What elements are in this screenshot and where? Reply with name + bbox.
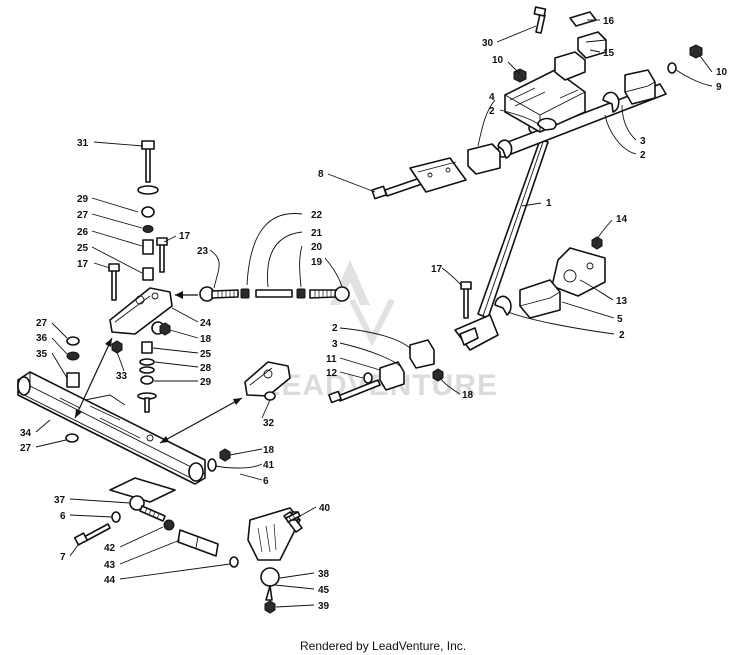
callout-31: 31 (77, 138, 89, 149)
spindle-arm-upper (109, 287, 173, 354)
callout-14: 14 (616, 214, 628, 225)
callout-27-left: 27 (36, 318, 48, 329)
callout-2-lower-right: 2 (619, 330, 625, 341)
callout-3-upper: 3 (640, 136, 646, 147)
callout-18-lower: 18 (263, 445, 275, 456)
lower-clamp (328, 339, 444, 404)
steering-post (454, 119, 558, 351)
tie-rod-assembly (199, 286, 350, 302)
callout-44: 44 (104, 575, 116, 586)
callout-27-upper: 27 (77, 210, 89, 221)
callout-35: 35 (36, 349, 48, 360)
callout-8: 8 (318, 169, 324, 180)
stack-26-31 (108, 140, 168, 301)
callout-18-upper: 18 (200, 334, 212, 345)
callout-42: 42 (104, 543, 116, 554)
callout-10-right: 10 (716, 67, 728, 78)
callout-37: 37 (54, 495, 66, 506)
callout-4: 4 (489, 92, 495, 103)
credit-line: Rendered by LeadVenture, Inc. (300, 639, 466, 653)
callout-32: 32 (263, 418, 275, 429)
callout-20: 20 (311, 242, 323, 253)
upper-bracket (504, 11, 607, 133)
callout-28: 28 (200, 363, 212, 374)
callout-45: 45 (318, 585, 330, 596)
callout-17-upper: 17 (179, 231, 191, 242)
callout-15: 15 (603, 48, 615, 59)
spindle-38 (247, 507, 303, 614)
callout-3-lower: 3 (332, 339, 338, 350)
callout-30: 30 (482, 38, 494, 49)
callout-6-right: 6 (263, 476, 269, 487)
callout-12: 12 (326, 368, 338, 379)
callout-25-upper: 25 (77, 243, 89, 254)
trailing-arm (17, 371, 206, 485)
callout-33: 33 (116, 371, 128, 382)
callout-39: 39 (318, 601, 330, 612)
callout-40: 40 (319, 503, 331, 514)
callout-26: 26 (77, 227, 89, 238)
callout-17-right: 17 (431, 264, 443, 275)
callout-29-lower: 29 (200, 377, 212, 388)
bolt-8-and-plate (371, 157, 467, 200)
callout-27-lower: 27 (20, 443, 32, 454)
bolt-17-right (460, 281, 472, 319)
connector-arrows (74, 291, 243, 444)
leader-lines (35, 19, 713, 608)
callout-2-upper-right: 2 (640, 150, 646, 161)
callout-9: 9 (716, 82, 722, 93)
nuts-10-9 (513, 44, 703, 83)
callout-16: 16 (603, 16, 615, 27)
callout-2-upper-left: 2 (489, 106, 495, 117)
callout-41: 41 (263, 460, 275, 471)
callout-24: 24 (200, 318, 212, 329)
callout-21: 21 (311, 228, 323, 239)
callout-5: 5 (617, 314, 623, 325)
left-spacers (65, 336, 80, 443)
spindle-arm-lower (244, 361, 291, 401)
nut-18-washer-6 (207, 448, 231, 472)
callout-22: 22 (311, 210, 323, 221)
callout-18-right: 18 (462, 390, 474, 401)
callout-36: 36 (36, 333, 48, 344)
lower-tie-rod (73, 495, 239, 568)
callout-34: 34 (20, 428, 32, 439)
bolt-30 (533, 6, 547, 34)
lower-stack-25-29 (137, 341, 157, 413)
callout-13: 13 (616, 296, 628, 307)
callout-11: 11 (326, 354, 337, 365)
lower-right-bracket (494, 236, 606, 319)
callout-2-lower-left: 2 (332, 323, 338, 334)
callout-6-left: 6 (60, 511, 66, 522)
callout-38: 38 (318, 569, 330, 580)
callout-17-left: 17 (77, 259, 89, 270)
callout-25-lower: 25 (200, 349, 212, 360)
callout-43: 43 (104, 560, 116, 571)
callout-29-upper: 29 (77, 194, 89, 205)
callout-labels: 30 16 15 10 10 9 4 2 3 2 31 8 1 29 27 26… (20, 16, 728, 612)
callout-10-left: 10 (492, 55, 504, 66)
callout-7: 7 (60, 552, 66, 563)
upper-bearing-blocks (467, 69, 656, 175)
callout-23: 23 (197, 246, 209, 257)
callout-19: 19 (311, 257, 323, 268)
callout-1: 1 (546, 198, 552, 209)
